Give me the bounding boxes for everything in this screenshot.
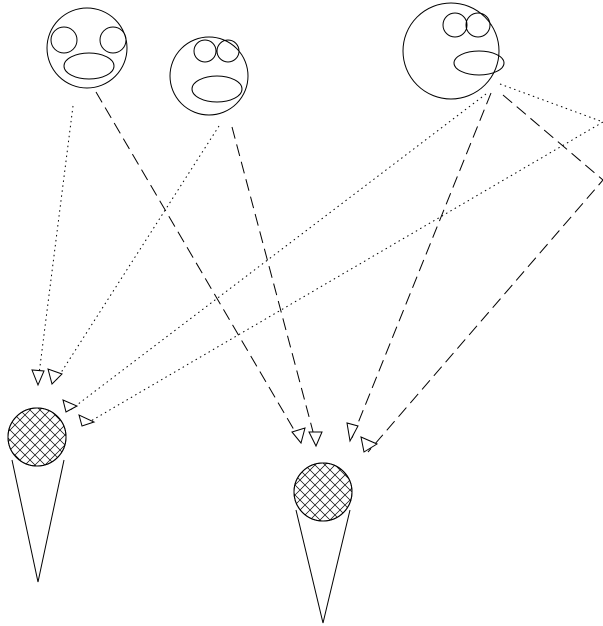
mic-left-handle xyxy=(11,459,65,583)
face-left xyxy=(46,7,128,89)
face-left-eye-left xyxy=(50,26,78,54)
arrowhead-4 xyxy=(78,414,96,427)
mic-right-handle xyxy=(295,509,351,624)
face-middle-eye-left xyxy=(193,39,217,63)
face-middle-outline xyxy=(169,36,249,116)
face-left-eye-right xyxy=(99,26,127,54)
arrowhead-6 xyxy=(308,431,323,448)
arrowhead-1 xyxy=(31,369,45,387)
conn-facemiddle-micright xyxy=(231,126,317,444)
conn-facemiddle-micleft xyxy=(54,125,220,383)
face-left-outline xyxy=(46,7,128,89)
face-right-mouth xyxy=(453,50,505,76)
face-right-eye-left xyxy=(442,12,468,38)
face-right-outline xyxy=(402,2,500,100)
mic-left-grille xyxy=(7,407,67,467)
face-right xyxy=(402,2,505,100)
conn-faceright-micleft-reflected xyxy=(83,83,603,426)
conn-faceright-micright-direct xyxy=(351,92,492,439)
face-middle-mouth xyxy=(191,75,243,103)
mic-left xyxy=(7,407,67,583)
face-left-mouth xyxy=(63,52,115,80)
conn-faceright-micleft-direct xyxy=(68,93,487,412)
arrowhead-7 xyxy=(346,422,359,443)
face-right-eye-right xyxy=(465,12,491,38)
conn-faceright-micright-reflected xyxy=(367,94,603,453)
conn-faceleft-micright xyxy=(95,91,301,441)
connections xyxy=(37,83,603,453)
face-middle-eye-right xyxy=(216,39,240,63)
arrowhead-5 xyxy=(291,427,306,445)
mic-right-grille xyxy=(293,462,353,522)
conn-faceleft-micleft xyxy=(37,105,74,383)
arrowhead-8 xyxy=(360,436,379,453)
arrowhead-3 xyxy=(62,399,79,413)
arrowheads xyxy=(31,368,379,453)
face-middle xyxy=(169,36,249,116)
mic-right xyxy=(293,462,353,624)
arrowhead-2 xyxy=(47,368,63,385)
